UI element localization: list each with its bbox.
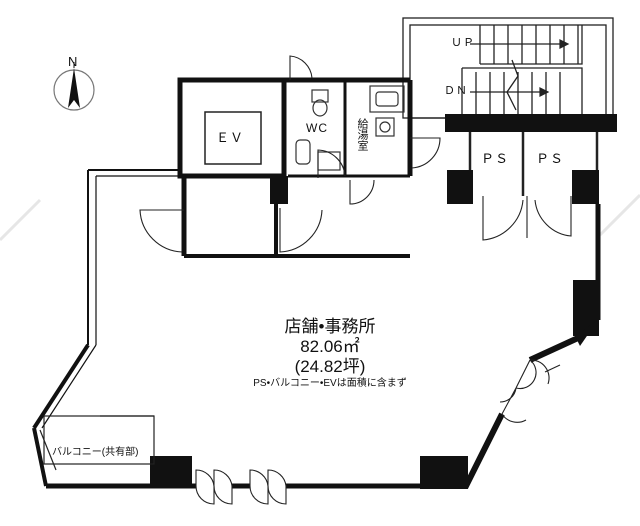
stair-arrows <box>470 39 570 97</box>
main-area-note: PS•バルコニー•EVは面積に含まず <box>253 378 407 389</box>
kitchen-door <box>349 137 441 205</box>
column <box>420 456 468 488</box>
background-outline <box>0 193 640 242</box>
stair-dn-label: ＤＮ <box>444 85 468 97</box>
ev-hall-doors <box>139 208 323 253</box>
ps-doors <box>482 196 572 241</box>
side-doors <box>499 359 561 423</box>
column <box>150 456 192 488</box>
kitchenette-label: 給湯室 <box>356 118 368 151</box>
compass-north-label: N <box>68 54 79 69</box>
stair-hall <box>402 17 614 119</box>
ev-shaft <box>177 77 287 179</box>
column <box>572 170 599 204</box>
balcony-label: バルコニー(共有部) <box>52 447 139 458</box>
column <box>270 176 288 204</box>
wall-band-top <box>445 114 617 132</box>
main-area-sqm: 82.06㎡ <box>300 337 360 356</box>
compass <box>53 62 95 111</box>
column <box>573 280 599 336</box>
ps-left-label: ＰＳ <box>481 151 510 166</box>
column <box>575 320 598 346</box>
wc-label: WC <box>306 121 328 135</box>
ps-right-label: ＰＳ <box>536 151 565 166</box>
ev-hall <box>181 176 410 258</box>
wc-door <box>289 55 346 178</box>
kitchen-fixtures <box>369 85 405 137</box>
main-area-tsubo: (24.82坪) <box>294 357 366 376</box>
balcony <box>39 415 155 471</box>
ev-label: ＥＶ <box>216 130 245 145</box>
entrance-doors <box>195 469 287 505</box>
column <box>447 170 473 204</box>
main-area-name: 店舗•事務所 <box>284 317 376 336</box>
stair-up-label: ＵＰ <box>451 37 475 49</box>
